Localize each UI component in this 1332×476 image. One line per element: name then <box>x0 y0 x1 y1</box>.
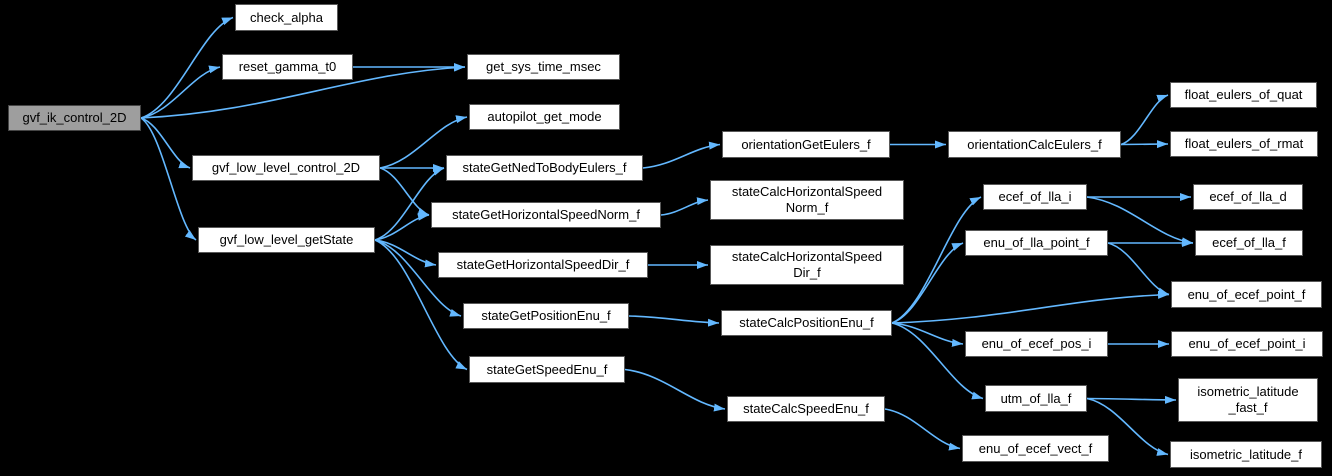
node-isometric_latitude_fast_f[interactable]: isometric_latitude _fast_f <box>1178 378 1318 422</box>
node-isometric_latitude_f[interactable]: isometric_latitude_f <box>1170 441 1322 468</box>
node-enu_of_lla_point_f[interactable]: enu_of_lla_point_f <box>965 230 1108 256</box>
node-stateGetSpeedEnu_f[interactable]: stateGetSpeedEnu_f <box>469 356 625 383</box>
node-get_sys_time_msec[interactable]: get_sys_time_msec <box>467 54 620 80</box>
node-stateGetHorizontalSpeedDir_f[interactable]: stateGetHorizontalSpeedDir_f <box>438 252 648 278</box>
edge-enu_of_lla_point_f--enu_of_ecef_point_f <box>1107 242 1170 296</box>
node-enu_of_ecef_vect_f[interactable]: enu_of_ecef_vect_f <box>962 435 1109 462</box>
node-utm_of_lla_f[interactable]: utm_of_lla_f <box>985 385 1087 412</box>
edge-ecef_of_lla_i--ecef_of_lla_f <box>1086 196 1194 246</box>
edge-orientationCalcEulers_f--float_eulers_of_rmat <box>1120 140 1169 149</box>
edge-stateCalcPositionEnu_f--enu_of_ecef_pos_i <box>891 322 964 347</box>
node-orientationGetEulers_f[interactable]: orientationGetEulers_f <box>722 131 890 158</box>
edge-gvf_ik_control_2D--gvf_low_level_getState <box>140 117 197 241</box>
edge-gvf_ik_control_2D--gvf_low_level_control_2D <box>140 117 191 169</box>
node-orientationCalcEulers_f[interactable]: orientationCalcEulers_f <box>948 131 1121 158</box>
node-ecef_of_lla_d[interactable]: ecef_of_lla_d <box>1193 184 1303 210</box>
edge-gvf_low_level_getState--stateGetSpeedEnu_f <box>374 239 468 371</box>
edge-stateCalcPositionEnu_f--enu_of_lla_point_f <box>891 242 964 324</box>
node-float_eulers_of_quat[interactable]: float_eulers_of_quat <box>1170 82 1317 108</box>
node-enu_of_ecef_point_i[interactable]: enu_of_ecef_point_i <box>1171 331 1323 357</box>
node-gvf_ik_control_2D: gvf_ik_control_2D <box>8 105 141 131</box>
edge-gvf_low_level_control_2D--autopilot_get_mode <box>379 115 468 169</box>
node-stateCalcPositionEnu_f[interactable]: stateCalcPositionEnu_f <box>721 310 892 336</box>
node-ecef_of_lla_f[interactable]: ecef_of_lla_f <box>1195 230 1303 256</box>
edge-gvf_low_level_getState--stateGetHorizontalSpeedDir_f <box>374 239 437 268</box>
node-check_alpha[interactable]: check_alpha <box>235 4 338 31</box>
node-gvf_low_level_getState[interactable]: gvf_low_level_getState <box>198 227 375 253</box>
node-ecef_of_lla_i[interactable]: ecef_of_lla_i <box>983 184 1087 210</box>
edge-utm_of_lla_f--isometric_latitude_f <box>1086 397 1169 456</box>
edge-orientationCalcEulers_f--float_eulers_of_quat <box>1120 94 1169 146</box>
edge-gvf_ik_control_2D--reset_gamma_t0 <box>140 65 221 119</box>
edge-utm_of_lla_f--isometric_latitude_fast_f <box>1086 395 1177 404</box>
edge-gvf_ik_control_2D--get_sys_time_msec <box>140 63 466 119</box>
edge-stateGetSpeedEnu_f--stateCalcSpeedEnu_f <box>624 368 726 412</box>
node-stateCalcHorizontalSpeedDir_f[interactable]: stateCalcHorizontalSpeed Dir_f <box>710 245 904 285</box>
edge-gvf_low_level_getState--stateGetNedToBodyEulers_f <box>374 167 445 241</box>
node-float_eulers_of_rmat[interactable]: float_eulers_of_rmat <box>1170 131 1318 157</box>
edge-gvf_low_level_getState--stateGetHorizontalSpeedNorm_f <box>374 212 430 241</box>
edge-stateCalcPositionEnu_f--enu_of_ecef_point_f <box>891 290 1170 324</box>
node-reset_gamma_t0[interactable]: reset_gamma_t0 <box>222 54 353 80</box>
node-stateCalcHorizontalSpeedNorm_f[interactable]: stateCalcHorizontalSpeed Norm_f <box>710 180 904 220</box>
edge-gvf_low_level_control_2D--stateGetHorizontalSpeedNorm_f <box>379 167 430 216</box>
node-stateGetPositionEnu_f[interactable]: stateGetPositionEnu_f <box>463 303 629 329</box>
edge-gvf_low_level_getState--stateGetPositionEnu_f <box>374 239 462 317</box>
edge-stateCalcSpeedEnu_f--enu_of_ecef_vect_f <box>884 408 961 451</box>
node-autopilot_get_mode[interactable]: autopilot_get_mode <box>469 104 620 130</box>
node-enu_of_ecef_point_f[interactable]: enu_of_ecef_point_f <box>1171 281 1322 308</box>
node-gvf_low_level_control_2D[interactable]: gvf_low_level_control_2D <box>192 155 380 181</box>
node-enu_of_ecef_pos_i[interactable]: enu_of_ecef_pos_i <box>965 331 1108 357</box>
edge-stateGetPositionEnu_f--stateCalcPositionEnu_f <box>628 315 720 327</box>
edge-stateGetHorizontalSpeedNorm_f--stateCalcHorizontalSpeedNorm_f <box>660 197 709 216</box>
node-stateGetNedToBodyEulers_f[interactable]: stateGetNedToBodyEulers_f <box>446 155 643 181</box>
edge-stateCalcPositionEnu_f--ecef_of_lla_i <box>891 196 982 324</box>
node-stateGetHorizontalSpeedNorm_f[interactable]: stateGetHorizontalSpeedNorm_f <box>431 202 661 228</box>
edge-stateGetNedToBodyEulers_f--orientationGetEulers_f <box>642 141 721 169</box>
node-stateCalcSpeedEnu_f[interactable]: stateCalcSpeedEnu_f <box>727 396 885 422</box>
edge-gvf_ik_control_2D--check_alpha <box>140 16 234 119</box>
edge-stateCalcPositionEnu_f--utm_of_lla_f <box>891 322 984 400</box>
